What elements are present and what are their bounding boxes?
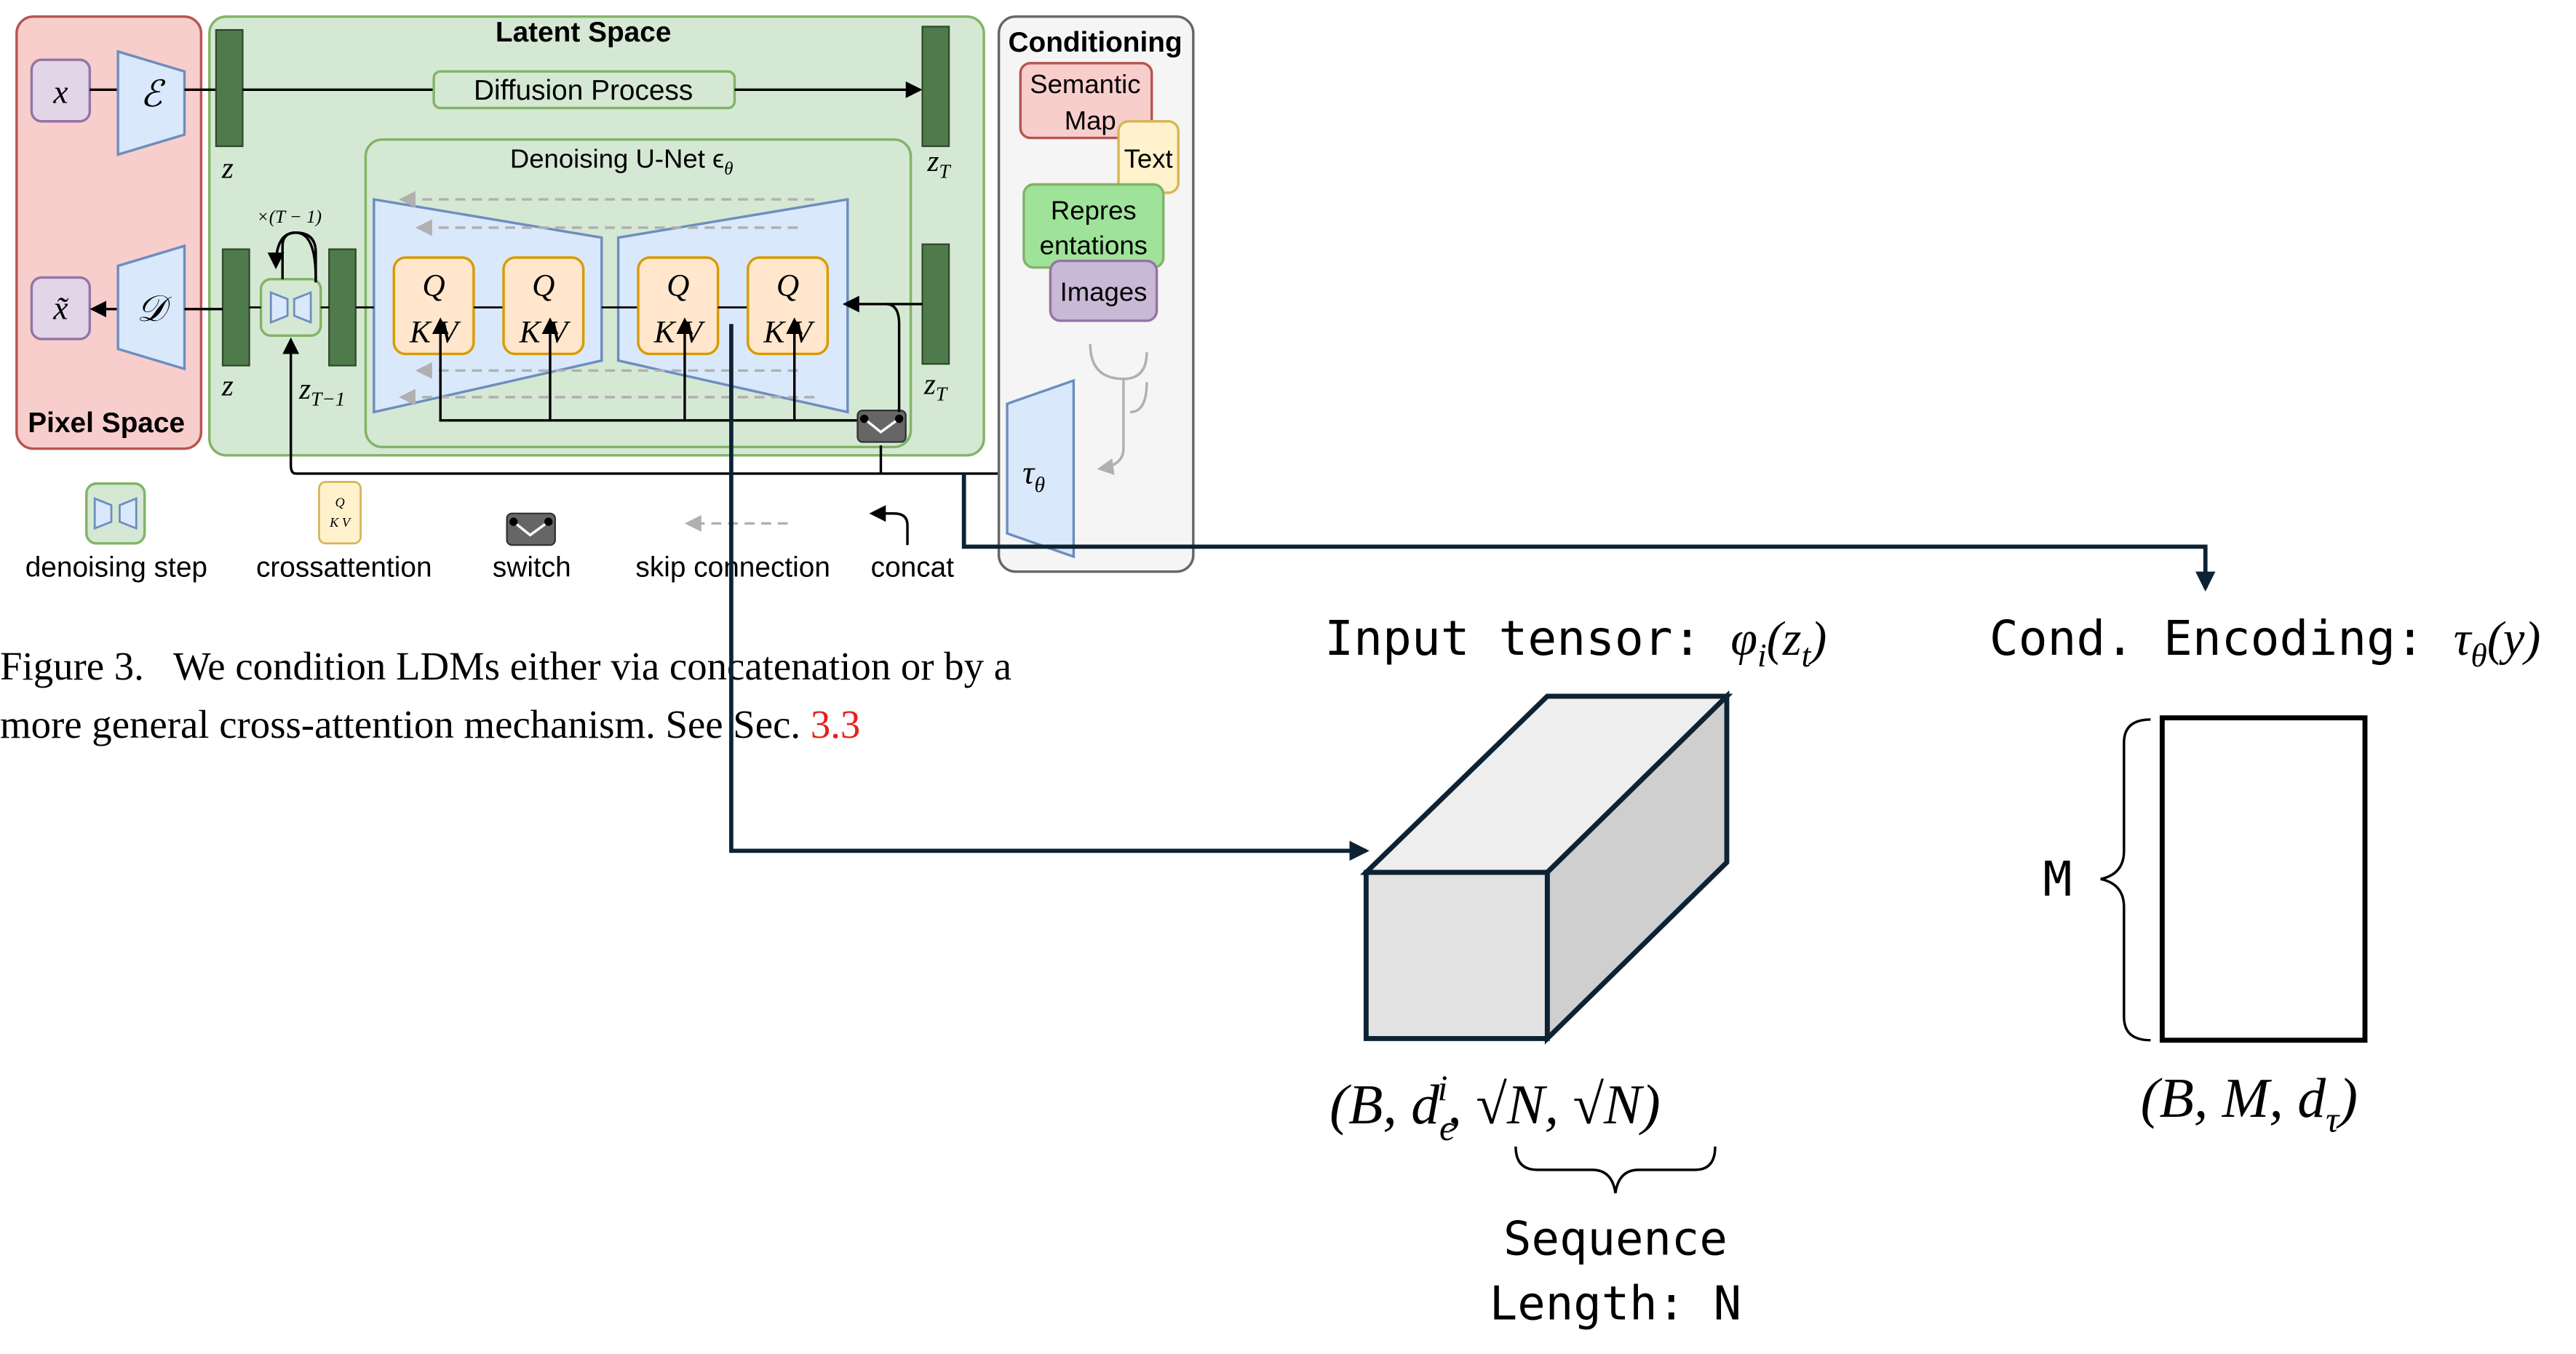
z-bar-bottom	[221, 248, 250, 367]
unet-decoder-half	[616, 198, 849, 414]
legend-mini-kv: K V	[329, 515, 351, 530]
caption-line-2: more general cross-attention mechanism. …	[0, 702, 860, 746]
x-symbol: x	[52, 73, 68, 111]
switch-dot-right	[894, 414, 904, 423]
denoising-step-glyph-left	[269, 290, 289, 324]
latent-space-title: Latent Space	[496, 17, 672, 48]
images-box	[1049, 259, 1158, 322]
zT1-label: zT−1	[298, 372, 345, 410]
sequence-label-1: Sequence	[1503, 1212, 1728, 1266]
semantic-map-line2: Map	[1065, 105, 1116, 135]
legend-denoising-icon	[85, 482, 146, 545]
zT-label-bottom: zT	[923, 367, 948, 405]
cond-shape: (B, M, dτ)	[2141, 1067, 2358, 1140]
unet-to-input-tensor-arrow	[729, 324, 1370, 861]
legend-concat-arrow	[869, 505, 909, 546]
sequence-brace	[1514, 1146, 1717, 1194]
tau-symbol: τθ	[1022, 454, 1045, 497]
legend-denoising-glyph-left	[93, 497, 113, 530]
qkv-3-q: Q	[667, 268, 689, 303]
m-label: M	[2043, 851, 2072, 907]
tau-to-step-arrow	[282, 337, 1004, 475]
caption: Figure 3. We condition LDMs either via c…	[0, 644, 1011, 746]
legend-switch-icon	[506, 512, 556, 546]
qkv-block-1: Q K V	[392, 256, 475, 356]
legend-denoising-glyph-right	[119, 497, 138, 530]
representations-line2: entations	[1040, 230, 1148, 260]
qkv-3-kv: K V	[653, 314, 706, 349]
representations-line1: Repres	[1051, 195, 1137, 225]
tau-to-cond-encoding-arrow	[961, 473, 2216, 592]
legend-switch-dot-right	[544, 517, 553, 526]
input-tensor-annotation: Input tensor: φi(zt) (B, dϵi, √N, √N) Se…	[1324, 610, 1826, 1331]
caption-line-1: Figure 3. We condition LDMs either via c…	[0, 644, 1011, 688]
switch-to-concat-line	[886, 303, 901, 413]
legend: denoising step Q K V crossattention swit…	[25, 480, 955, 584]
qkv-4-kv: K V	[763, 314, 815, 349]
diffusion-process-label: Diffusion Process	[474, 75, 693, 106]
legend-concat-label: concat	[871, 552, 955, 584]
denoising-step-glyph-right	[293, 290, 312, 324]
switch-dot-left	[859, 414, 869, 423]
zT1-bar	[328, 248, 357, 367]
semantic-map-line1: Semantic	[1030, 69, 1140, 99]
zT-bar-top	[921, 25, 950, 148]
latent-space-panel: Latent Space z Diffusion Process zT Deno…	[184, 15, 1004, 475]
legend-switch-glyph	[512, 520, 549, 537]
encoder-shape	[116, 49, 186, 156]
conditioning-panel: Conditioning Semantic Map Text Repres en…	[997, 15, 1195, 573]
x-tilde-symbol: x̃	[52, 290, 69, 327]
cond-merge-line-3	[1129, 382, 1148, 414]
cond-bus-qkv1	[432, 317, 881, 422]
z-label-bottom: z	[221, 369, 234, 402]
images-label: Images	[1060, 276, 1148, 306]
switch-icon	[856, 409, 907, 443]
repeat-label: ×(T − 1)	[257, 207, 322, 227]
cond-merge-line-2	[1097, 378, 1125, 475]
cond-merge-line-1	[1089, 343, 1148, 381]
tensor-cube-front	[1363, 869, 1550, 1041]
m-brace	[2100, 718, 2151, 1042]
unet-title: Denoising U-Net ϵθ	[510, 144, 734, 179]
unet-encoder-half	[373, 198, 603, 414]
tensor-shape: (B, dϵi, √N, √N)	[1329, 1067, 1661, 1148]
cond-encoding-annotation: Cond. Encoding: τθ(y) M (B, M, dτ)	[1989, 610, 2541, 1139]
legend-switch-label: switch	[493, 552, 571, 584]
pixel-space-panel: Pixel Space x ℰ x̃ 𝒟	[15, 15, 203, 450]
zT-label-top: zT	[926, 144, 951, 182]
qkv-block-2: Q K V	[502, 256, 585, 356]
cond-encoding-matrix	[2159, 715, 2368, 1043]
qkv-2-q: Q	[532, 268, 554, 303]
text-label: Text	[1124, 144, 1173, 174]
legend-crossattention-icon	[318, 480, 362, 545]
decoder-shape	[116, 244, 186, 371]
semantic-map-box	[1019, 62, 1153, 140]
conditioning-title: Conditioning	[1008, 27, 1182, 58]
cond-encoding-title: Cond. Encoding: τθ(y)	[1989, 610, 2541, 674]
z-label-top: z	[221, 151, 234, 184]
qkv-4-q: Q	[776, 268, 799, 303]
input-tensor-title: Input tensor: φi(zt)	[1324, 610, 1826, 674]
switch-glyph	[863, 418, 900, 434]
legend-mini-q: Q	[335, 495, 344, 510]
qkv-1-kv: K V	[409, 314, 461, 349]
qkv-block-3: Q K V	[637, 256, 720, 356]
qkv-2-kv: K V	[519, 314, 571, 349]
legend-crossattention-label: crossattention	[256, 552, 432, 584]
caption-section-ref[interactable]: 3.3	[811, 702, 861, 746]
legend-denoising-label: denoising step	[25, 552, 207, 584]
repeat-loop-arrow	[267, 231, 317, 279]
tau-encoder-shape	[1006, 378, 1076, 559]
encoder-symbol: ℰ	[140, 73, 166, 114]
sequence-label-2: Length: N	[1490, 1277, 1741, 1331]
zT-bar-bottom	[921, 243, 950, 365]
pixel-space-label: Pixel Space	[28, 407, 185, 439]
legend-switch-dot-left	[509, 517, 518, 526]
z-bar-top	[215, 28, 244, 148]
qkv-1-q: Q	[422, 268, 445, 303]
qkv-block-4: Q K V	[747, 256, 830, 356]
